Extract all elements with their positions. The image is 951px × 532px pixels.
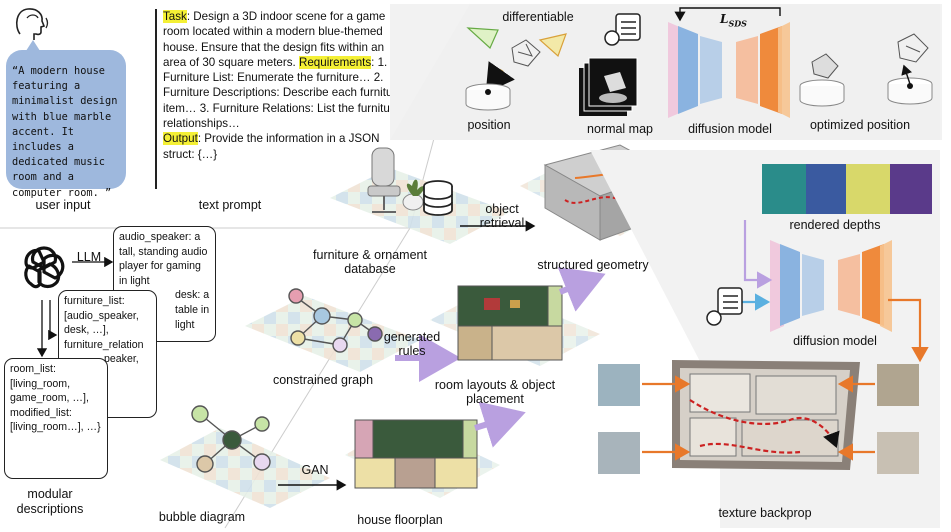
user-input-label: user input	[35, 198, 91, 212]
database-icon	[423, 180, 453, 216]
diffusion-model-top-label: diffusion model	[688, 122, 772, 136]
loss-symbol: L	[720, 12, 729, 26]
text-prompt: Task: Design a 3D indoor scene for a gam…	[163, 9, 409, 162]
bubble-diagram-image	[191, 405, 271, 473]
output-key: Output	[163, 132, 198, 146]
generated-rules-label: generated rules	[383, 330, 441, 358]
constrained-graph-label: constrained graph	[272, 373, 374, 387]
output-text: : Provide the information in a JSON stru…	[163, 132, 380, 161]
requirements-text: : 1. Furniture List: Enumerate the furni…	[163, 55, 403, 131]
audio-speaker-tail: desk: a table in light	[175, 289, 210, 331]
differentiable-label: differentiable	[502, 10, 574, 24]
normal-map-label: normal map	[587, 122, 653, 136]
object-retrieval-label: object retrieval	[479, 202, 525, 230]
gan-label: GAN	[301, 463, 329, 477]
user-avatar-icon	[10, 4, 50, 44]
diffusion-model-bottom-label: diffusion model	[793, 334, 877, 348]
room-list-box: room_list:[living_room, game_room, …], m…	[4, 358, 108, 479]
audio-speaker-text: audio_speaker: a tall, standing audio pl…	[119, 231, 208, 287]
sds-loss-label: LSDS	[720, 12, 747, 28]
user-input-text: “A modern house featuring a minimalist d…	[12, 65, 118, 199]
bubble-diagram-label: bubble diagram	[158, 510, 246, 524]
task-key: Task	[163, 10, 187, 23]
text-prompt-label: text prompt	[198, 198, 262, 212]
modular-descriptions-label: modular descriptions	[16, 487, 84, 516]
llm-label: LLM	[76, 250, 102, 264]
furniture-list-text: furniture_list:[audio_speaker, desk, …],…	[64, 295, 144, 351]
room-layout-image	[457, 285, 563, 361]
structured-geometry-label: structured geometry	[537, 258, 649, 272]
constrained-graph-image	[288, 288, 383, 353]
furniture-db-label: furniture & ornament database	[313, 248, 427, 276]
house-floorplan-label: house floorplan	[357, 513, 443, 527]
house-floorplan-image	[354, 419, 478, 489]
requirements-key: Requirements	[298, 55, 372, 69]
position-label: position	[467, 118, 511, 132]
openai-llm-icon	[17, 240, 71, 294]
texture-backprop-label: texture backprop	[718, 506, 812, 520]
plant-icon	[402, 179, 425, 211]
task-text: : Design a 3D indoor scene for a game ro…	[163, 10, 386, 69]
gaming-chair-icon	[367, 147, 401, 213]
optimized-position-label: optimized position	[809, 118, 911, 132]
room-layouts-label: room layouts & object placement	[434, 378, 556, 406]
rendered-depths-label: rendered depths	[789, 218, 881, 232]
loss-sub: SDS	[728, 18, 747, 29]
user-input-bubble	[6, 50, 126, 189]
prompt-bar	[155, 9, 157, 189]
room-list-text: room_list:[living_room, game_room, …], m…	[10, 363, 101, 434]
